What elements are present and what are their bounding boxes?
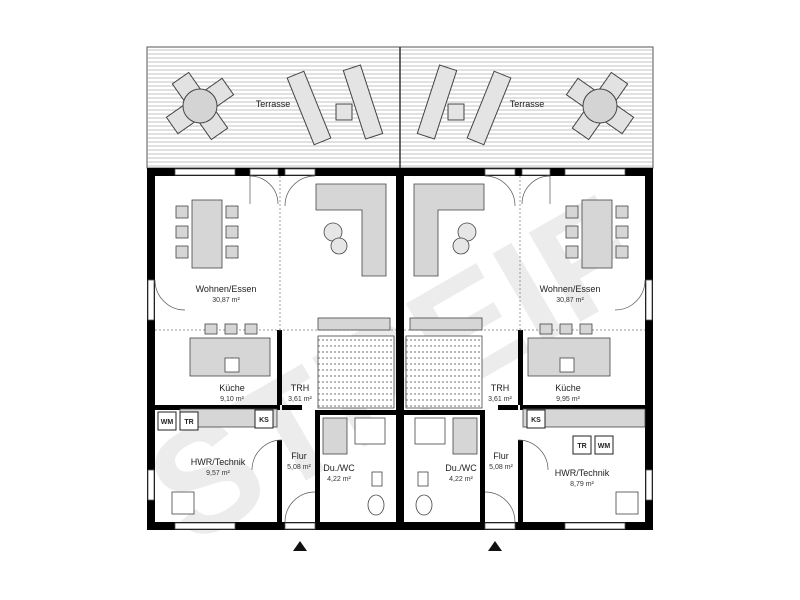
svg-text:4,22 m²: 4,22 m² bbox=[449, 476, 473, 483]
terrace-label: Terrasse bbox=[510, 99, 545, 109]
entrance-arrow-right-icon bbox=[488, 541, 502, 551]
svg-text:9,10 m²: 9,10 m² bbox=[220, 396, 244, 403]
svg-text:TR: TR bbox=[184, 419, 193, 426]
bathroom-fixtures-right bbox=[414, 417, 478, 516]
terrace-table-left bbox=[165, 71, 235, 141]
sideboard-right bbox=[409, 317, 483, 331]
svg-text:Du./WC: Du./WC bbox=[445, 463, 477, 473]
svg-text:9,57 m²: 9,57 m² bbox=[206, 470, 230, 477]
sofa-left bbox=[315, 183, 387, 277]
staircase-right bbox=[405, 335, 483, 409]
svg-text:KS: KS bbox=[531, 417, 541, 424]
terrace-table-right bbox=[565, 71, 635, 141]
fridge-left: KS bbox=[254, 409, 274, 429]
svg-text:8,79 m²: 8,79 m² bbox=[570, 481, 594, 488]
svg-text:Wohnen/Essen: Wohnen/Essen bbox=[540, 284, 601, 294]
svg-text:9,95 m²: 9,95 m² bbox=[556, 396, 580, 403]
svg-text:Küche: Küche bbox=[219, 383, 245, 393]
svg-text:TRH: TRH bbox=[291, 383, 310, 393]
sun-lounger bbox=[286, 64, 384, 146]
room-labels-right: Wohnen/Essen 30,87 m² Küche 9,95 m² TRH … bbox=[445, 284, 610, 488]
svg-text:5,08 m²: 5,08 m² bbox=[287, 464, 311, 471]
sideboard-left bbox=[317, 317, 391, 331]
terrace-label: Terrasse bbox=[256, 99, 291, 109]
svg-text:TRH: TRH bbox=[491, 383, 510, 393]
door-swings bbox=[154, 175, 646, 523]
kitchen-counter-right bbox=[522, 408, 646, 428]
interior-walls-left bbox=[155, 330, 396, 522]
svg-text:Küche: Küche bbox=[555, 383, 581, 393]
svg-text:30,87 m²: 30,87 m² bbox=[212, 297, 240, 304]
utility-tank-left bbox=[171, 491, 195, 515]
washer-left: WM bbox=[157, 411, 177, 431]
svg-text:3,61 m²: 3,61 m² bbox=[488, 396, 512, 403]
svg-text:30,87 m²: 30,87 m² bbox=[556, 297, 584, 304]
svg-text:Du./WC: Du./WC bbox=[323, 463, 355, 473]
svg-text:Wohnen/Essen: Wohnen/Essen bbox=[196, 284, 257, 294]
staircase-left bbox=[317, 335, 395, 409]
svg-text:3,61 m²: 3,61 m² bbox=[288, 396, 312, 403]
svg-text:TR: TR bbox=[577, 443, 586, 450]
svg-text:WM: WM bbox=[598, 443, 611, 450]
dining-table-right bbox=[565, 199, 629, 269]
sofa-right bbox=[413, 183, 485, 277]
fridge-right: KS bbox=[526, 409, 546, 429]
svg-text:Flur: Flur bbox=[493, 451, 509, 461]
dining-table-left bbox=[175, 199, 239, 269]
exterior-walls bbox=[147, 168, 653, 530]
utility-tank-right bbox=[615, 491, 639, 515]
bathroom-fixtures-left bbox=[322, 417, 386, 516]
svg-text:HWR/Technik: HWR/Technik bbox=[191, 457, 246, 467]
svg-text:5,08 m²: 5,08 m² bbox=[489, 464, 513, 471]
svg-text:WM: WM bbox=[161, 419, 174, 426]
entrance-arrow-left-icon bbox=[293, 541, 307, 551]
svg-text:Flur: Flur bbox=[291, 451, 307, 461]
sun-lounger bbox=[416, 64, 512, 146]
washer-right: WM bbox=[594, 435, 614, 455]
svg-text:HWR/Technik: HWR/Technik bbox=[555, 468, 610, 478]
svg-text:KS: KS bbox=[259, 417, 269, 424]
room-labels-left: Wohnen/Essen 30,87 m² Küche 9,10 m² TRH … bbox=[191, 284, 356, 483]
dryer-left: TR bbox=[179, 411, 199, 431]
kitchen-island-right bbox=[527, 323, 611, 377]
interior-walls-right bbox=[404, 330, 645, 522]
kitchen-island-left bbox=[189, 323, 271, 377]
svg-text:4,22 m²: 4,22 m² bbox=[327, 476, 351, 483]
dryer-right: TR bbox=[572, 435, 592, 455]
